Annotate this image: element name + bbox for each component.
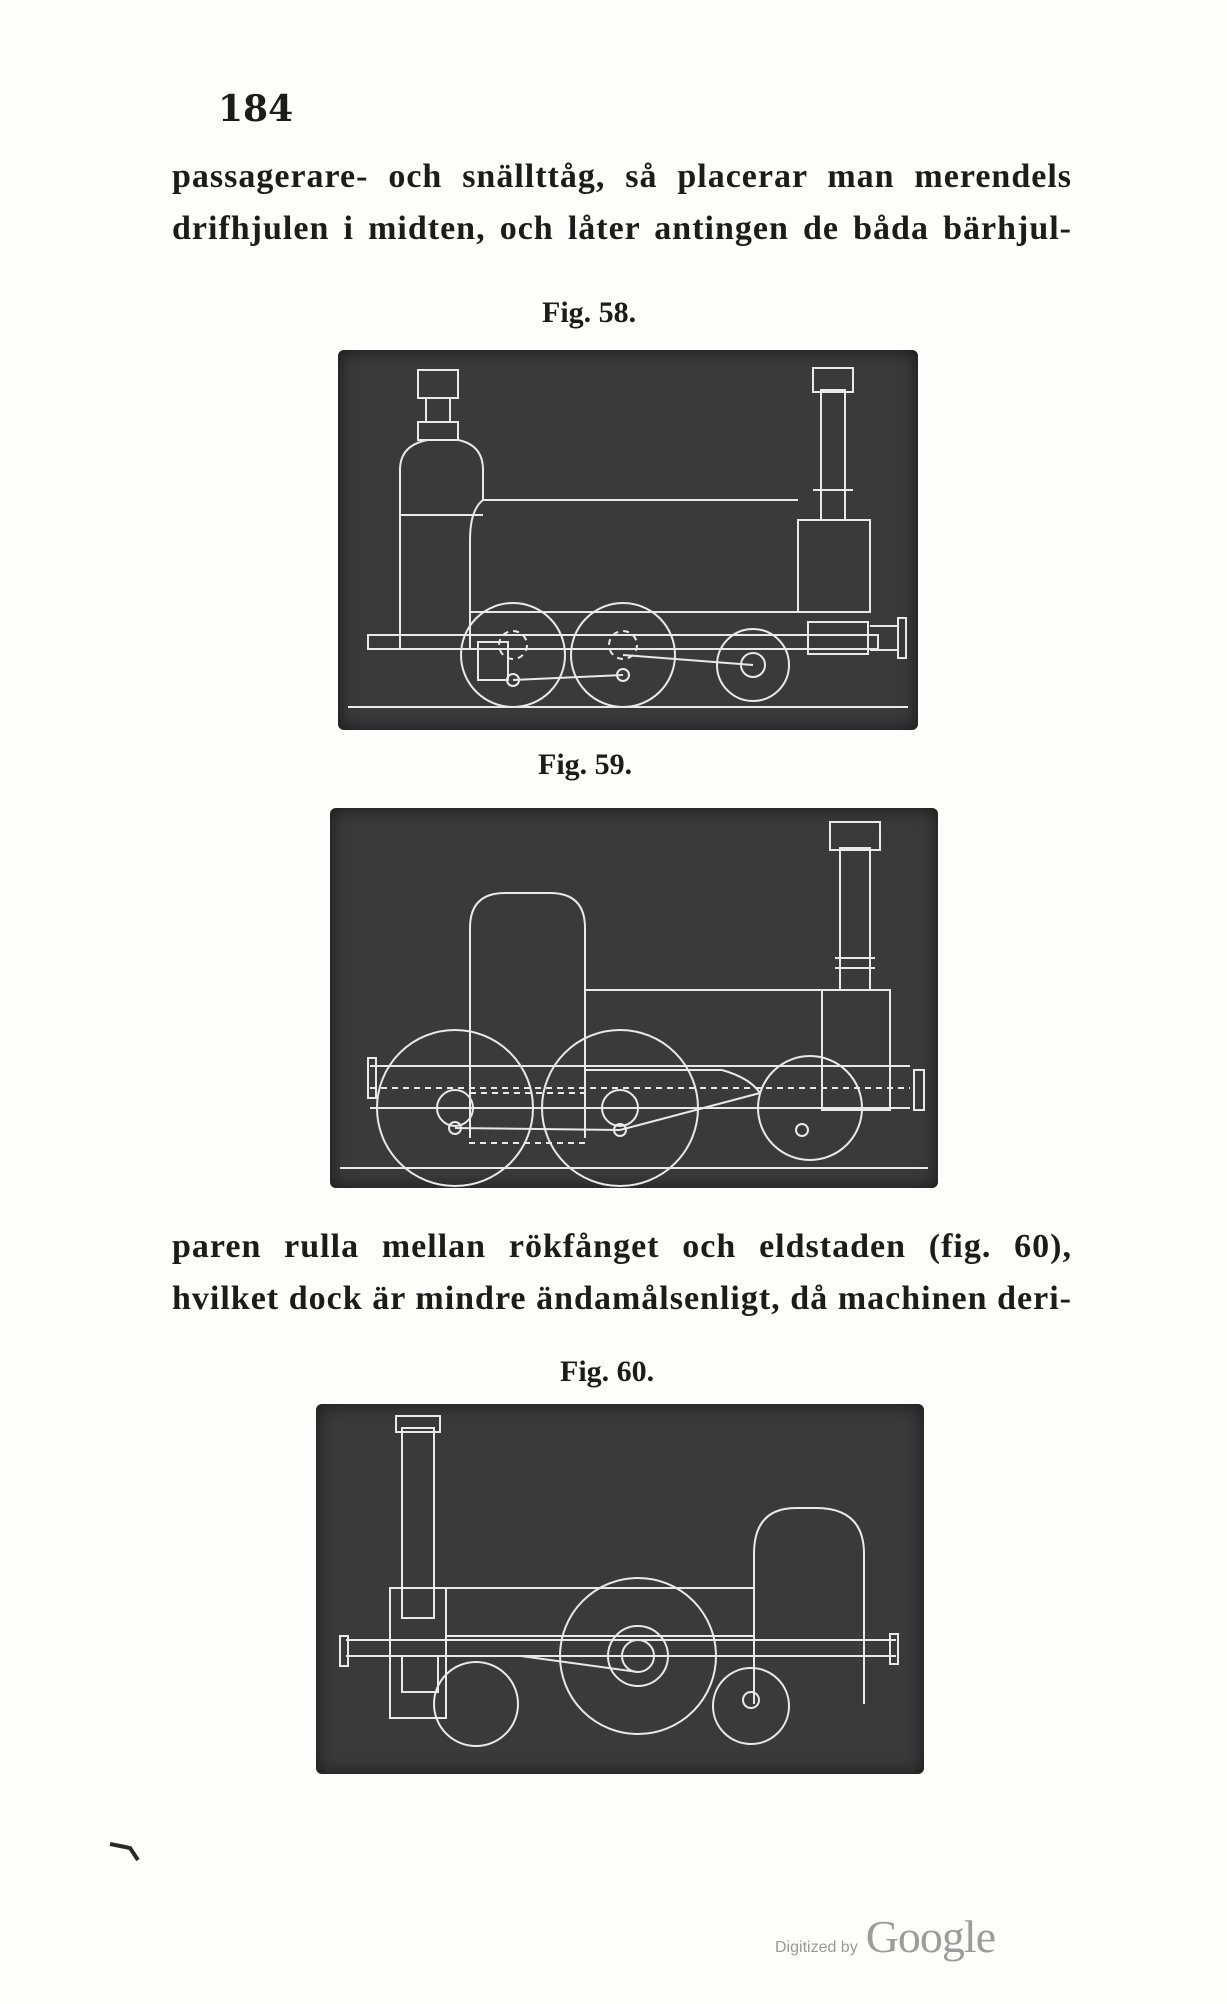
- page-number: 184: [218, 88, 294, 130]
- figure-caption-58: Fig. 58.: [542, 296, 637, 329]
- locomotive-illustration: [348, 367, 908, 708]
- margin-pen-mark-icon: [109, 1842, 140, 1862]
- figure-59-locomotive-drawing: [330, 808, 938, 1188]
- locomotive-illustration: [339, 1415, 899, 1747]
- locomotive-illustration: [340, 821, 928, 1187]
- watermark: Digitized by Google: [775, 1910, 996, 1963]
- figure-caption-59: Fig. 59.: [538, 748, 633, 781]
- figure-60-locomotive-drawing: [316, 1404, 924, 1774]
- body-text-line-4: hvilket dock är mindre ändamålsenligt, d…: [172, 1280, 1072, 1317]
- google-logo-text: Google: [865, 1911, 996, 1962]
- body-text-line-3: paren rulla mellan rökfånget och eldstad…: [172, 1228, 1072, 1265]
- body-text-line-1: passagerare- och snällttåg, så placerar …: [172, 158, 1072, 195]
- body-text-line-2: drifhjulen i midten, och låter antingen …: [172, 210, 1072, 247]
- figure-caption-60: Fig. 60.: [560, 1355, 655, 1388]
- watermark-digitized-by: Digitized by: [775, 1939, 858, 1956]
- figure-58-locomotive-drawing: [338, 350, 918, 730]
